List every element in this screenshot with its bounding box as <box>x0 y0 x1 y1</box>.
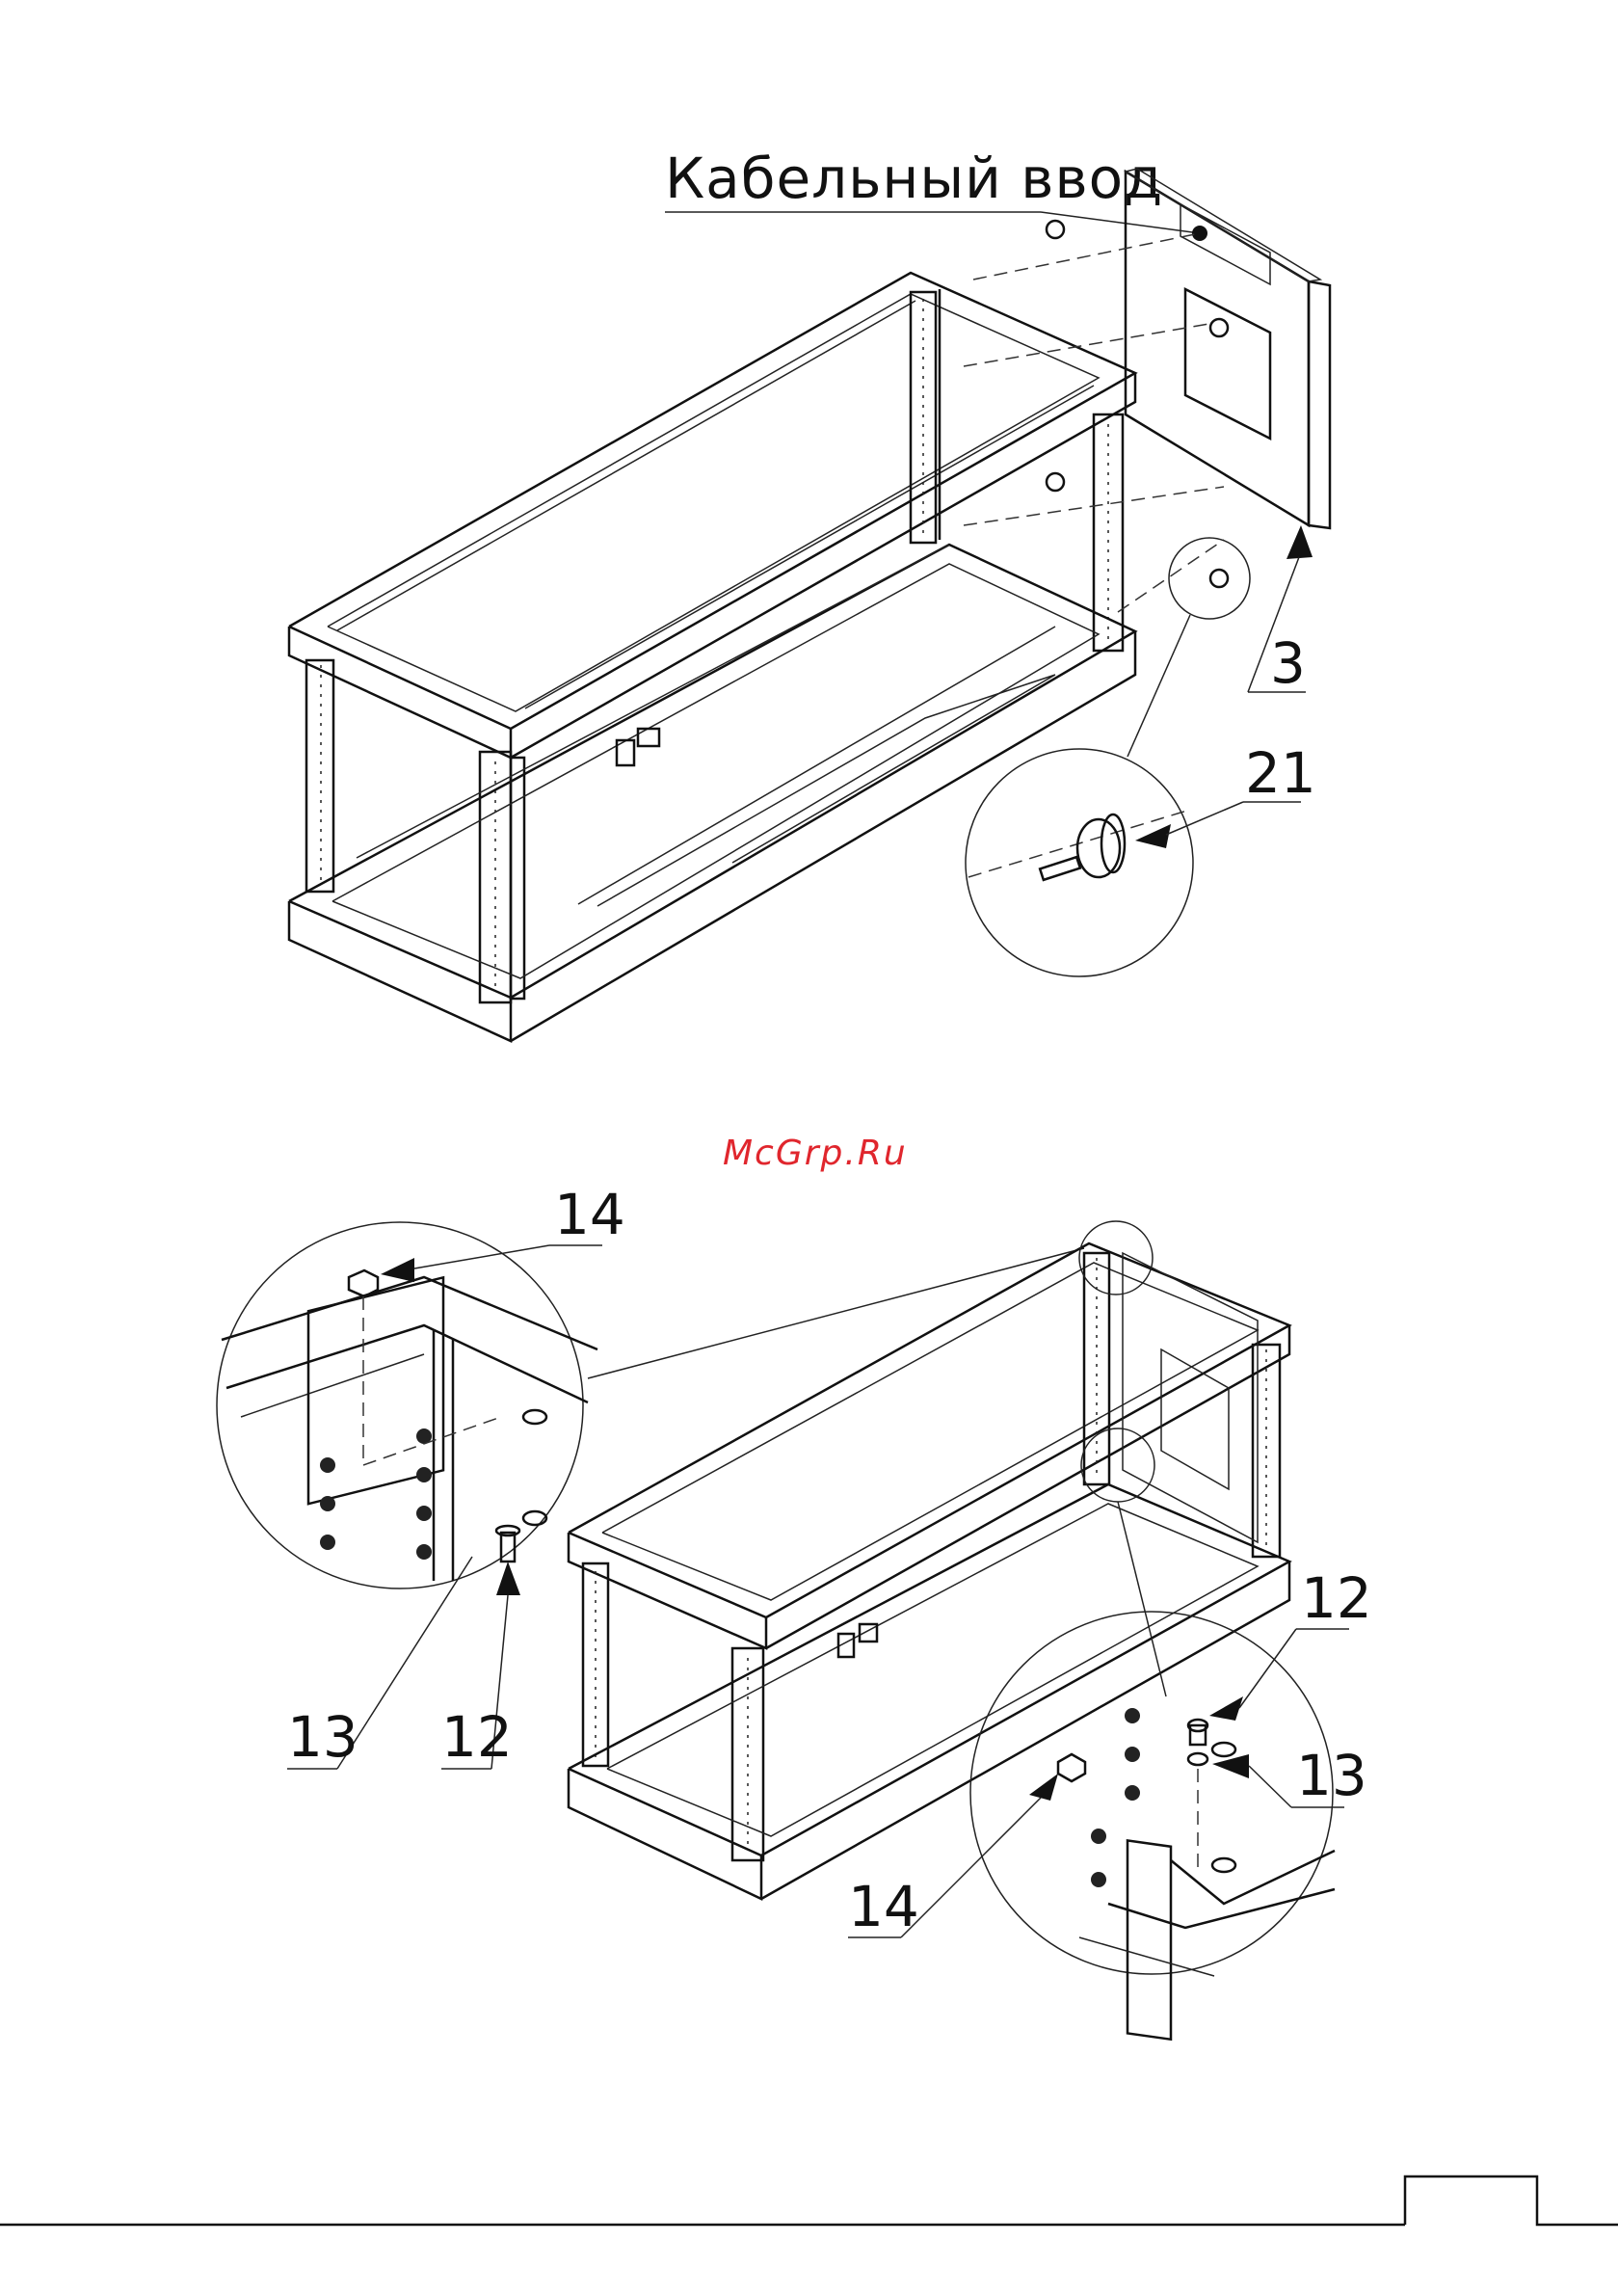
label-part-13-right: 13 <box>1296 1743 1367 1808</box>
panel-studs <box>964 221 1228 612</box>
watermark: McGrp.Ru <box>723 1134 908 1173</box>
callout-3: 3 <box>1248 525 1313 696</box>
cabinet-frame-top <box>289 273 1135 1041</box>
label-part-14-top: 14 <box>554 1182 625 1247</box>
label-cable-entry: Кабельный ввод <box>665 146 1163 211</box>
cable-entry-hole <box>1192 226 1207 241</box>
side-panel <box>1126 169 1330 528</box>
cabinet-frame-bottom-view <box>569 1243 1289 1899</box>
bottom-figure: 14 13 12 <box>217 1182 1372 2040</box>
callout-14-bottom: 14 <box>848 1774 1058 1939</box>
callout-14-top: 14 <box>381 1182 625 1282</box>
label-part-21: 21 <box>1245 740 1316 806</box>
label-part-3: 3 <box>1270 630 1306 696</box>
callout-12-right: 12 <box>1209 1565 1372 1721</box>
callout-21: 21 <box>1135 740 1316 848</box>
page-border <box>0 2176 1618 2225</box>
detail-right-corner <box>970 1612 1335 2040</box>
detail-washer-stud <box>966 749 1193 976</box>
label-part-12-right: 12 <box>1301 1565 1372 1631</box>
callout-12-left: 12 <box>441 1562 520 1770</box>
label-part-13-left: 13 <box>287 1704 358 1770</box>
top-figure: Кабельный ввод <box>289 146 1330 1041</box>
label-part-12-left: 12 <box>441 1704 513 1770</box>
label-part-14-bottom: 14 <box>848 1874 919 1939</box>
